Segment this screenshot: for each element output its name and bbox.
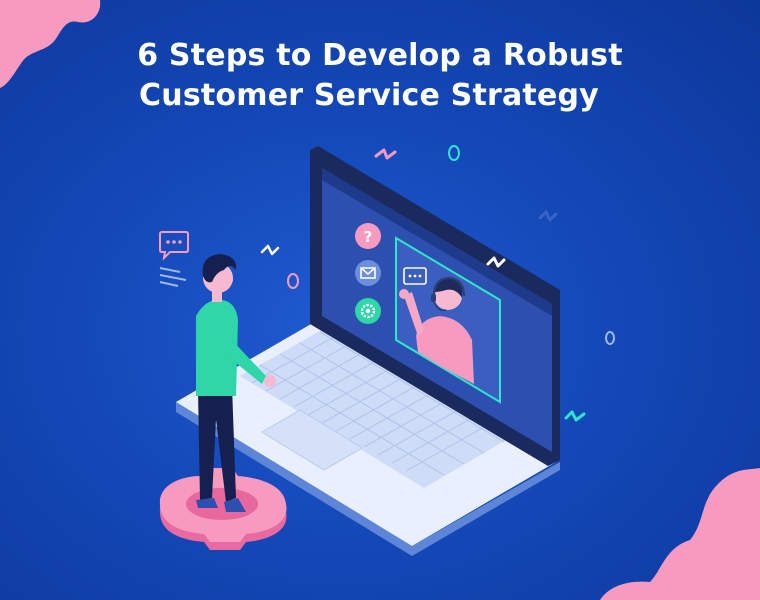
chat-bubble-icon	[403, 267, 427, 285]
headline: 6 Steps to Develop a Robust Customer Ser…	[0, 36, 760, 116]
headline-line-2: Customer Service Strategy	[139, 78, 599, 113]
chat-bubble-icon	[159, 231, 189, 287]
support-agent	[399, 276, 474, 384]
video-call-window	[395, 236, 506, 404]
headline-line-1: 6 Steps to Develop a Robust	[137, 38, 623, 73]
headset-icon	[432, 276, 466, 297]
laptop-base-side	[176, 402, 560, 556]
zigzag-decoration	[260, 244, 280, 256]
zigzag-decoration	[564, 410, 586, 422]
ring-decoration	[448, 145, 460, 161]
zigzag-decoration	[374, 148, 397, 160]
trackpad	[261, 409, 363, 471]
ring-decoration	[605, 331, 615, 345]
screen-top-bar	[322, 168, 552, 316]
zigzag-decoration	[486, 256, 506, 268]
mail-icon	[355, 260, 381, 286]
pink-blob-bottom-right	[600, 468, 760, 600]
ring-decoration	[287, 273, 299, 289]
gear-platform	[159, 468, 287, 550]
question-icon: ?	[355, 223, 381, 249]
person	[196, 254, 276, 512]
pink-blob-top-left	[0, 0, 101, 88]
gear-icon	[355, 298, 381, 324]
svg-text:?: ?	[364, 228, 373, 246]
zigzag-decoration	[538, 210, 558, 222]
